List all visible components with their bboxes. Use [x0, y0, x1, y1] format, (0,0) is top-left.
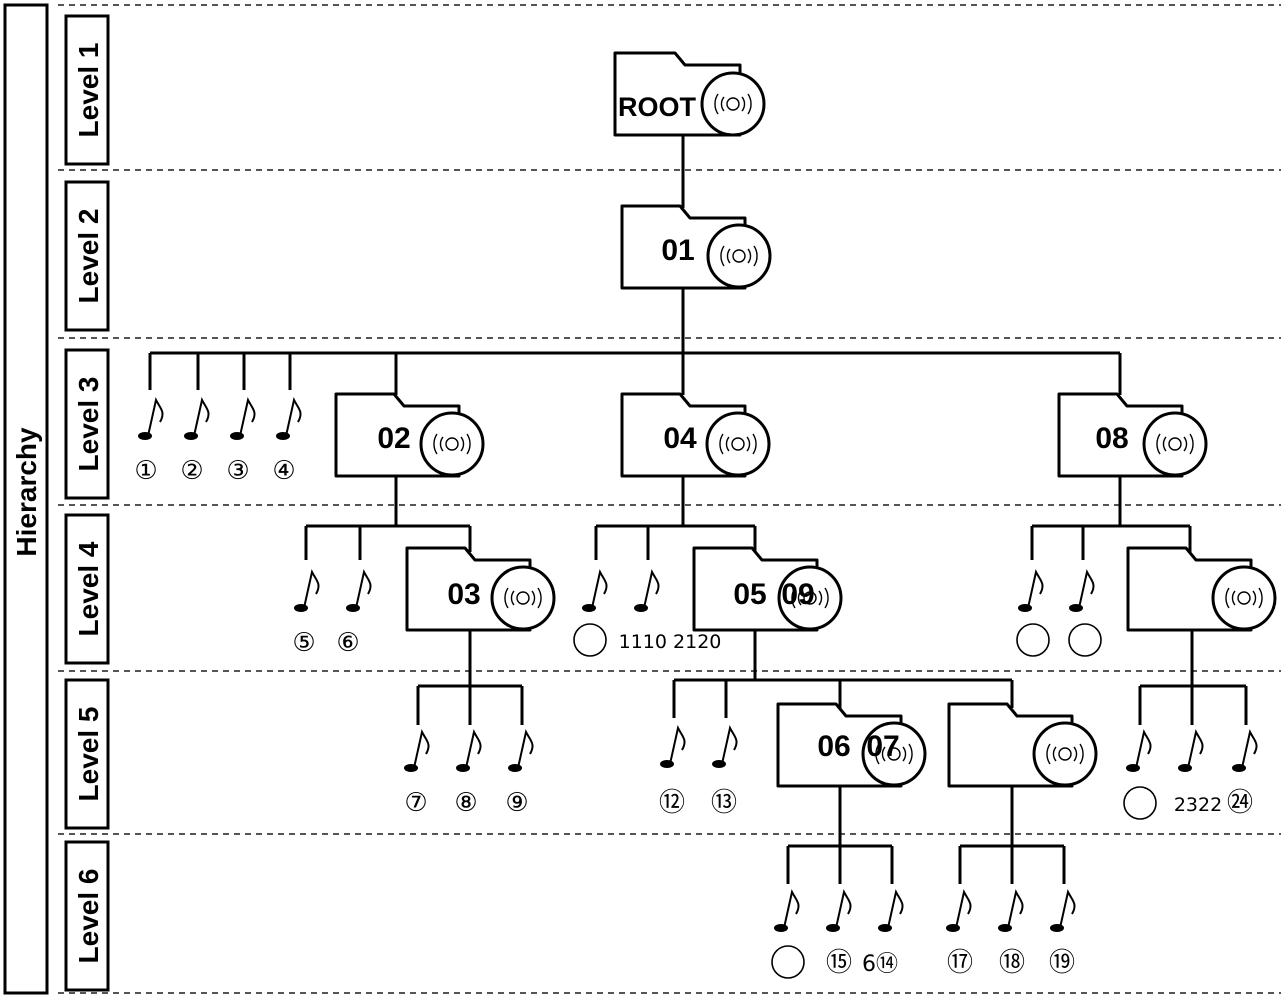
music-note-icon [456, 729, 482, 772]
folder-root-label: ROOT [618, 92, 697, 122]
music-note-icon [294, 569, 320, 612]
music-note-icon [582, 569, 608, 612]
track-circle [573, 623, 607, 657]
track-label: ⑱ [999, 948, 1025, 978]
folder-06: 06 07 [776, 702, 927, 788]
level-4-label: Level 4 [64, 513, 110, 665]
folder-03-label: 03 [447, 578, 480, 611]
music-note-icon [878, 889, 904, 932]
level-3-text: Level 3 [73, 377, 104, 472]
folder-unlabeled-level5 [947, 702, 1098, 788]
track-circle [1123, 786, 1157, 820]
music-note-icon [712, 725, 738, 768]
track-label: ⑬ [711, 788, 737, 818]
folder-05: 05 09 [692, 546, 843, 632]
hierarchy-label-box [3, 3, 49, 995]
track-label: 1110 2120 [619, 631, 722, 653]
folder-root: ROOT [613, 51, 766, 137]
folder-08: 08 [1057, 392, 1208, 478]
folder-04: 04 [620, 392, 771, 478]
row-separators [58, 4, 1281, 994]
level-5-text: Level 5 [73, 707, 104, 802]
folder-02-label: 02 [377, 422, 410, 455]
track-labels: ① ② ③ ④ ⑤ ⑥ 1110 2120 ⑦ ⑧ ⑨ ⑫ ⑬ 2322 ㉔ ⑮… [134, 456, 1253, 979]
music-note-icon [826, 889, 852, 932]
music-note-icon [634, 569, 660, 612]
folder-01: 01 [620, 204, 772, 290]
folder-08-label: 08 [1095, 422, 1128, 455]
folder-04-label: 04 [663, 422, 697, 455]
level-1-text: Level 1 [73, 43, 104, 138]
folder-06-label: 06 [817, 730, 850, 763]
track-label: ② [180, 456, 203, 486]
music-note-icon [1069, 569, 1095, 612]
track-label: ⑦ [404, 788, 427, 818]
music-note-icon [184, 397, 210, 440]
level-6-text: Level 6 [73, 869, 104, 964]
level-6-label: Level 6 [64, 840, 110, 992]
track-label: ㉔ [1227, 788, 1253, 818]
track-circle [1016, 623, 1050, 657]
track-label: ⑨ [505, 788, 528, 818]
tree-connectors [148, 135, 1248, 884]
level-4-text: Level 4 [73, 541, 104, 636]
track-label: ⑰ [947, 948, 973, 978]
music-note-icon [1126, 729, 1152, 772]
track-circle [1068, 623, 1102, 657]
folder-05-label: 05 [733, 578, 766, 611]
track-label: ① [134, 456, 157, 486]
folder-unlabeled-level4 [1126, 546, 1277, 632]
music-note-icon [660, 725, 686, 768]
music-note-icon [1050, 889, 1076, 932]
folder-01-label: 01 [661, 234, 694, 267]
level-5-label: Level 5 [64, 678, 110, 830]
music-note-icon [946, 889, 972, 932]
music-note-icon [998, 889, 1024, 932]
music-note-icon [1178, 729, 1204, 772]
track-label: ⑧ [454, 788, 477, 818]
music-note-icon [774, 889, 800, 932]
hierarchy-label: Hierarchy [11, 427, 42, 557]
track-label: ⑮ [826, 948, 852, 978]
music-note-icon [1232, 729, 1258, 772]
music-note-icon [138, 397, 164, 440]
music-note-icon [1018, 569, 1044, 612]
level-1-label: Level 1 [64, 14, 110, 166]
track-label: ⑫ [659, 788, 685, 818]
folder-02: 02 [334, 392, 485, 478]
level-3-label: Level 3 [64, 348, 110, 500]
track-label: ⑥ [336, 628, 359, 658]
music-note-icon [346, 569, 372, 612]
music-note-icon [404, 729, 430, 772]
folder-09-label: 09 [781, 578, 814, 611]
track-circle [771, 945, 805, 979]
track-label: 6⑭ [862, 952, 898, 977]
track-label: ③ [226, 456, 249, 486]
level-2-label: Level 2 [64, 180, 110, 332]
folder-07-label: 07 [866, 730, 899, 763]
track-label: 2322 [1174, 794, 1222, 816]
track-label: ⑲ [1049, 948, 1075, 978]
folder-03: 03 [405, 546, 556, 632]
track-label: ⑤ [292, 628, 315, 658]
music-note-icon [276, 397, 302, 440]
music-notes [138, 397, 1258, 932]
track-label: ④ [272, 456, 295, 486]
music-note-icon [230, 397, 256, 440]
music-note-icon [508, 729, 534, 772]
level-2-text: Level 2 [73, 209, 104, 304]
